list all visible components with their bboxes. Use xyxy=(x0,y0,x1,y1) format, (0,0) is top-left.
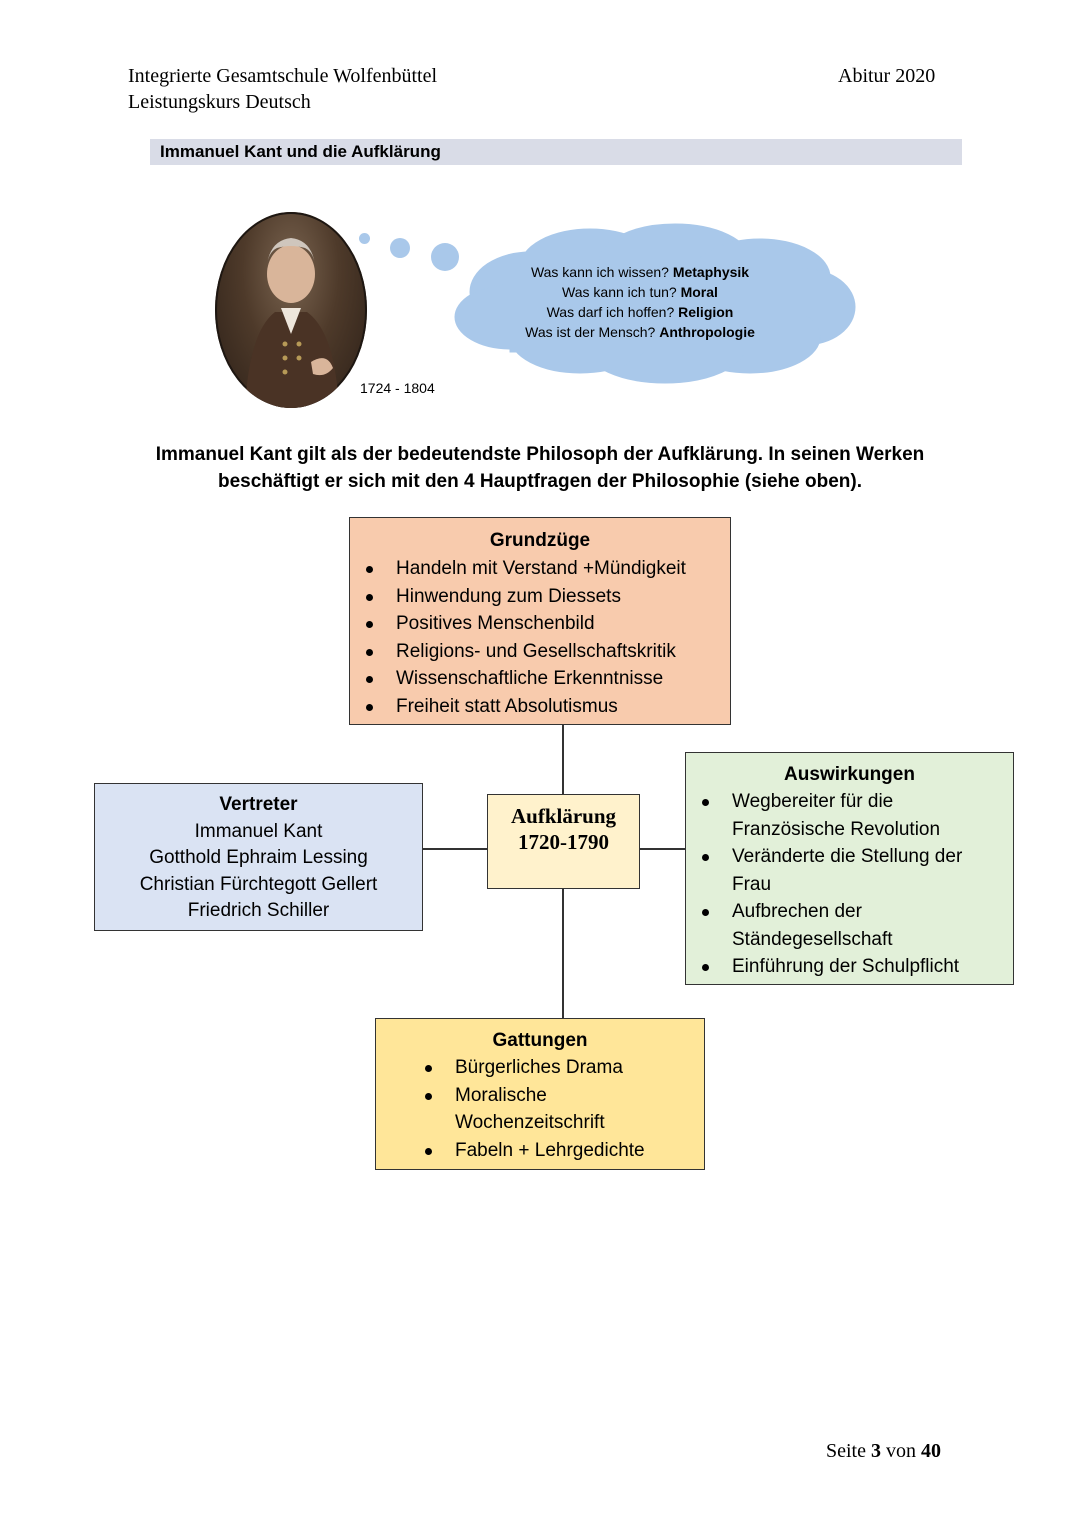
intro-line-1: Immanuel Kant gilt als der bedeutendste … xyxy=(155,444,925,465)
vertreter-title: Vertreter xyxy=(219,794,298,815)
grundzuege-box: Grundzüge Handeln mit Verstand +Mündigke… xyxy=(349,517,731,725)
vertreter-name: Gotthold Ephraim Lessing xyxy=(149,847,368,868)
kant-lifespan: 1724 - 1804 xyxy=(360,380,435,396)
cloud-line: Was kann ich wissen? Metaphysik xyxy=(530,264,750,280)
grundzuege-title: Grundzüge xyxy=(489,530,591,551)
vertreter-name: Immanuel Kant xyxy=(194,820,323,842)
grundzuege-list: Handeln mit Verstand +Mündigkeit Hinwend… xyxy=(366,555,730,721)
cloud-questions: Was kann ich wissen? Metaphysik Was kann… xyxy=(500,262,780,342)
gattungen-title: Gattungen xyxy=(492,1030,588,1051)
section-title: Immanuel Kant und die Aufklärung xyxy=(160,142,441,161)
list-item: Handeln mit Verstand +Mündigkeit xyxy=(366,555,730,583)
connector-bottom xyxy=(562,888,564,1019)
cloud-line: Was darf ich hoffen? Religion xyxy=(546,304,734,320)
list-item: Positives Menschenbild xyxy=(366,610,730,638)
list-item: Einführung der Schulpflicht xyxy=(702,953,1013,981)
vertreter-name: Friedrich Schiller xyxy=(187,900,330,921)
list-item: Hinwendung zum Diessets xyxy=(366,583,730,611)
kant-portrait xyxy=(215,212,367,408)
vertreter-name: Christian Fürchtegott Gellert xyxy=(139,873,378,895)
list-item: Religions- und Gesellschaftskritik xyxy=(366,638,730,666)
cloud-line: Was kann ich tun? Moral xyxy=(562,284,718,300)
list-item: Bürgerliches Drama xyxy=(425,1054,704,1082)
cloud-line: Was ist der Mensch? Anthropologie xyxy=(525,324,755,340)
list-item: Freiheit statt Absolutismus xyxy=(366,693,730,721)
thought-bubble-large xyxy=(431,243,459,271)
list-item: Fabeln + Lehrgedichte xyxy=(425,1137,704,1165)
intro-line-2: beschäftigt er sich mit den 4 Hauptfrage… xyxy=(218,471,862,492)
connector-left xyxy=(421,848,488,850)
school-name: Integrierte Gesamtschule Wolfenbüttel xyxy=(128,65,438,87)
center-years: 1720-1790 xyxy=(518,830,609,854)
course-name: Leistungskurs Deutsch xyxy=(128,91,311,113)
section-title-bar: Immanuel Kant und die Aufklärung xyxy=(150,139,962,165)
list-item: Wissenschaftliche Erkenntnisse xyxy=(366,665,730,693)
thought-bubble-small xyxy=(359,233,370,244)
auswirkungen-title: Auswirkungen xyxy=(784,764,915,785)
page-number: Seite 3 von 40 xyxy=(826,1440,941,1462)
portrait-image xyxy=(245,238,339,408)
intro-paragraph: Immanuel Kant gilt als der bedeutendste … xyxy=(120,441,960,495)
center-title: Aufklärung xyxy=(510,804,617,828)
exam-label: Abitur 2020 xyxy=(838,65,936,87)
thought-cloud xyxy=(454,223,856,384)
connector-right xyxy=(639,848,686,850)
connector-top xyxy=(562,724,564,795)
thought-bubble-medium xyxy=(390,238,410,258)
center-box: Aufklärung 1720-1790 xyxy=(487,794,640,889)
vertreter-box: Vertreter Immanuel Kant Gotthold Ephraim… xyxy=(94,783,423,931)
